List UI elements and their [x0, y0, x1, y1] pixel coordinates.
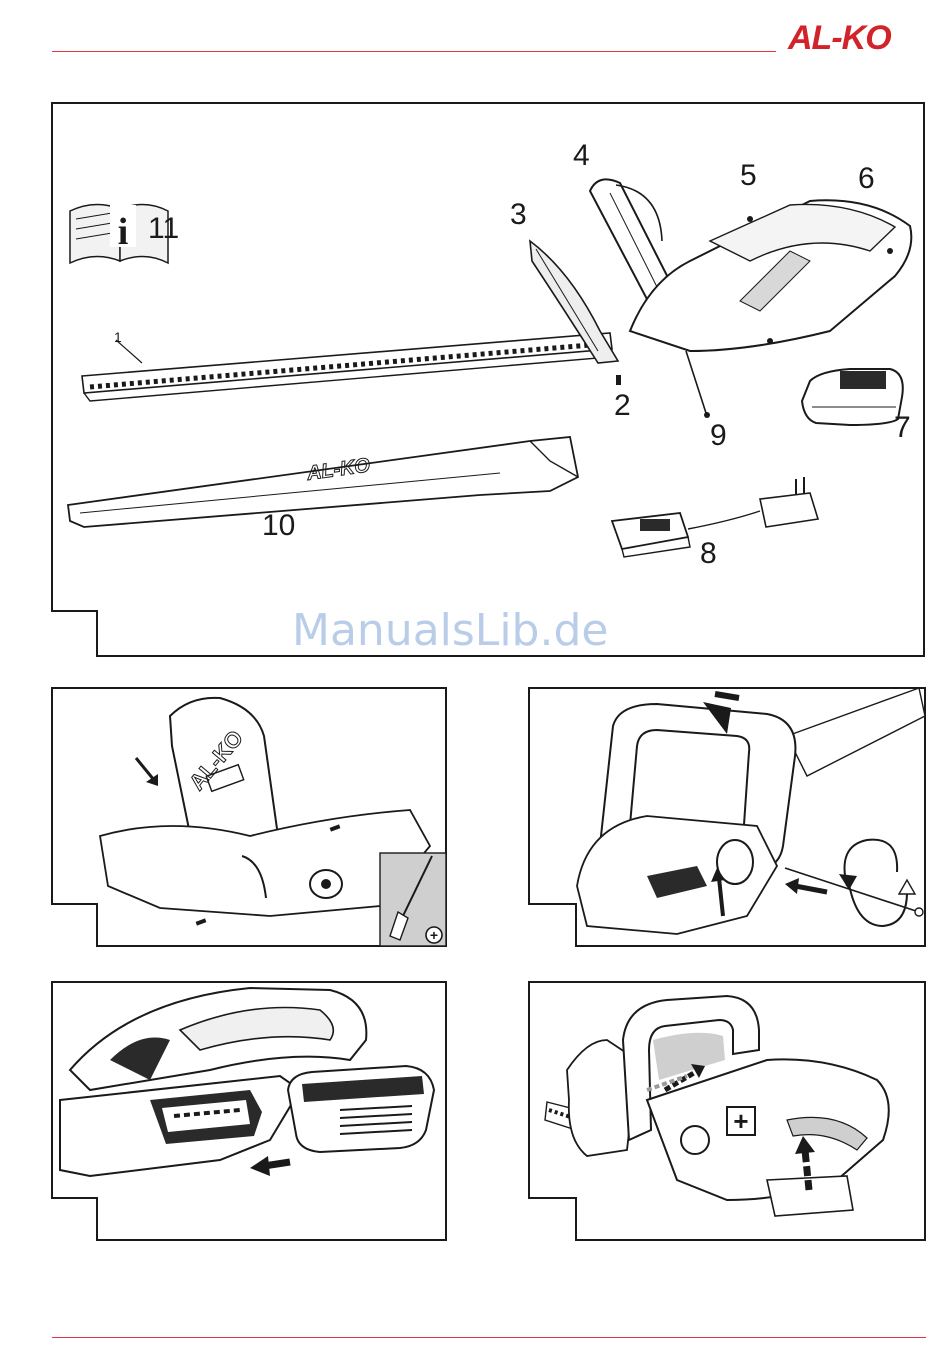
- callout-7: 7: [894, 411, 911, 444]
- callout-4: 4: [573, 139, 590, 172]
- callout-11: 11: [148, 212, 179, 245]
- callout-2: 2: [614, 389, 631, 422]
- callout-6: 6: [858, 162, 875, 195]
- plus-icon: +: [733, 1106, 748, 1136]
- battery-drawing: [802, 369, 903, 425]
- step-b-figure: [527, 686, 927, 948]
- callout-8: 8: [700, 537, 717, 570]
- step-c-figure: [50, 980, 448, 1242]
- overview-figure: i 11 3: [50, 101, 926, 658]
- footer-divider: [52, 1337, 926, 1338]
- callout-1: 1: [114, 329, 122, 345]
- blade-cover-drawing: AL-KO: [68, 437, 578, 527]
- watermark-text: ManualsLib.de: [292, 603, 672, 659]
- brand-logo: AL-KO: [788, 18, 930, 58]
- hedge-trimmer-drawing: [82, 179, 911, 418]
- header-divider: [52, 51, 776, 52]
- callout-5: 5: [740, 159, 757, 192]
- callout-9: 9: [710, 419, 727, 452]
- callout-3: 3: [510, 198, 527, 231]
- svg-text:+: +: [430, 927, 438, 943]
- svg-text:i: i: [118, 211, 129, 253]
- callout-10: 10: [262, 509, 295, 542]
- step-a-figure: AL-KO +: [50, 686, 448, 948]
- step-d-figure: +: [527, 980, 927, 1242]
